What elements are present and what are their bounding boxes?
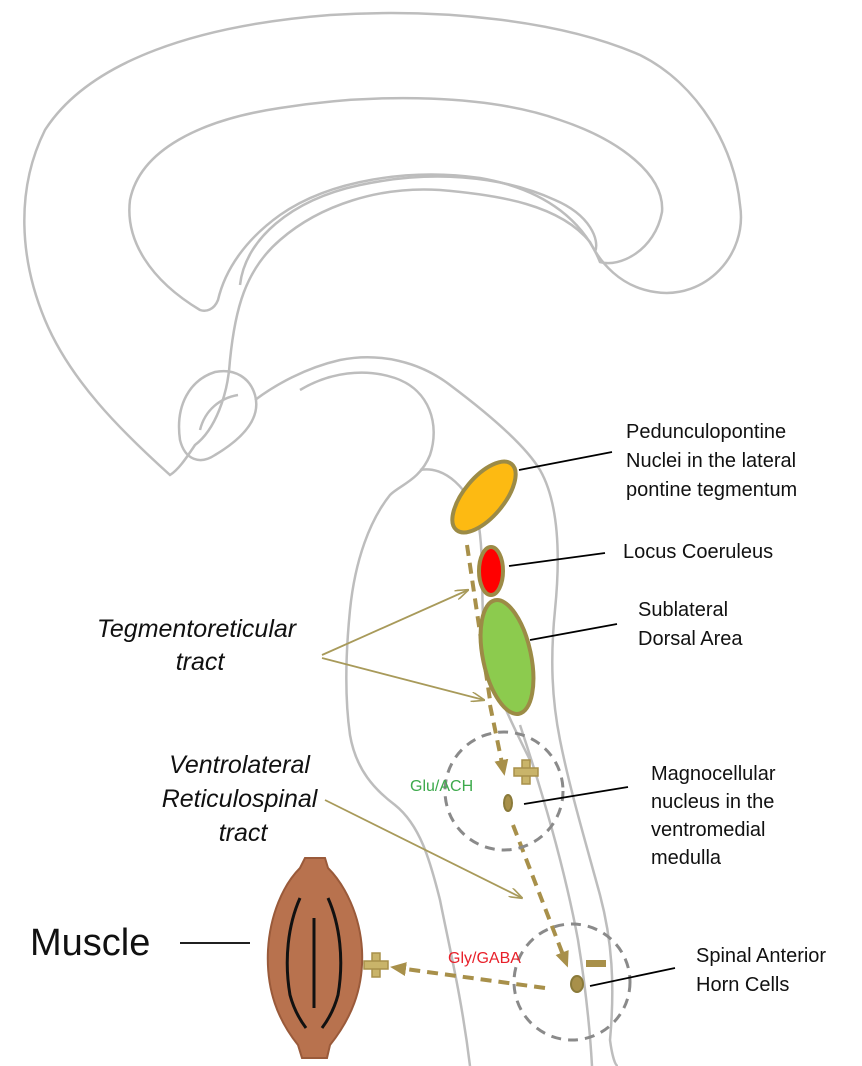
label-gly-gaba: Gly/GABA: [448, 950, 521, 967]
label-muscle: Muscle: [30, 922, 150, 964]
excitatory-symbol-medulla: [514, 760, 538, 784]
dashed-pathway: [398, 545, 565, 988]
pathway-sld-to-magnocellular: [490, 705, 503, 768]
label-locus-coeruleus: Locus Coeruleus: [623, 541, 773, 563]
leader-spinal: [590, 968, 675, 986]
locus-coeruleus-nucleus: [479, 547, 503, 595]
leader-lines: [180, 452, 675, 986]
leader-sublateral: [530, 624, 617, 640]
muscle-illustration: [268, 858, 362, 1058]
excitatory-symbol-muscle: [364, 953, 388, 977]
label-pedunculopontine: Pedunculopontine Nuclei in the lateral p…: [626, 421, 802, 501]
label-spinal-anterior-horn: Spinal Anterior Horn Cells: [696, 945, 832, 996]
pathway-spinal-to-muscle: [398, 968, 545, 988]
label-ventrolateral-reticulospinal-tract: Ventrolateral Reticulospinal tract: [162, 751, 325, 847]
spinal-anterior-horn-cell: [571, 976, 583, 992]
label-magnocellular: Magnocellular nucleus in the ventromedia…: [651, 763, 781, 869]
magnocellular-nucleus: [504, 795, 512, 811]
label-tegmentoreticular-tract: Tegmentoreticular tract: [97, 615, 303, 676]
brain-outline: [24, 13, 741, 1066]
pedunculopontine-nucleus: [441, 451, 527, 543]
label-glu-ach: Glu/ACH: [410, 778, 473, 795]
corpus-callosum-outline: [129, 98, 662, 311]
inhibitory-symbol-spinal: [586, 960, 606, 967]
cerebral-hemisphere-outline: [24, 13, 741, 475]
tegmentoreticular-arrow-upper: [322, 590, 468, 655]
label-sublateral-dorsal: Sublateral Dorsal Area: [638, 599, 743, 650]
